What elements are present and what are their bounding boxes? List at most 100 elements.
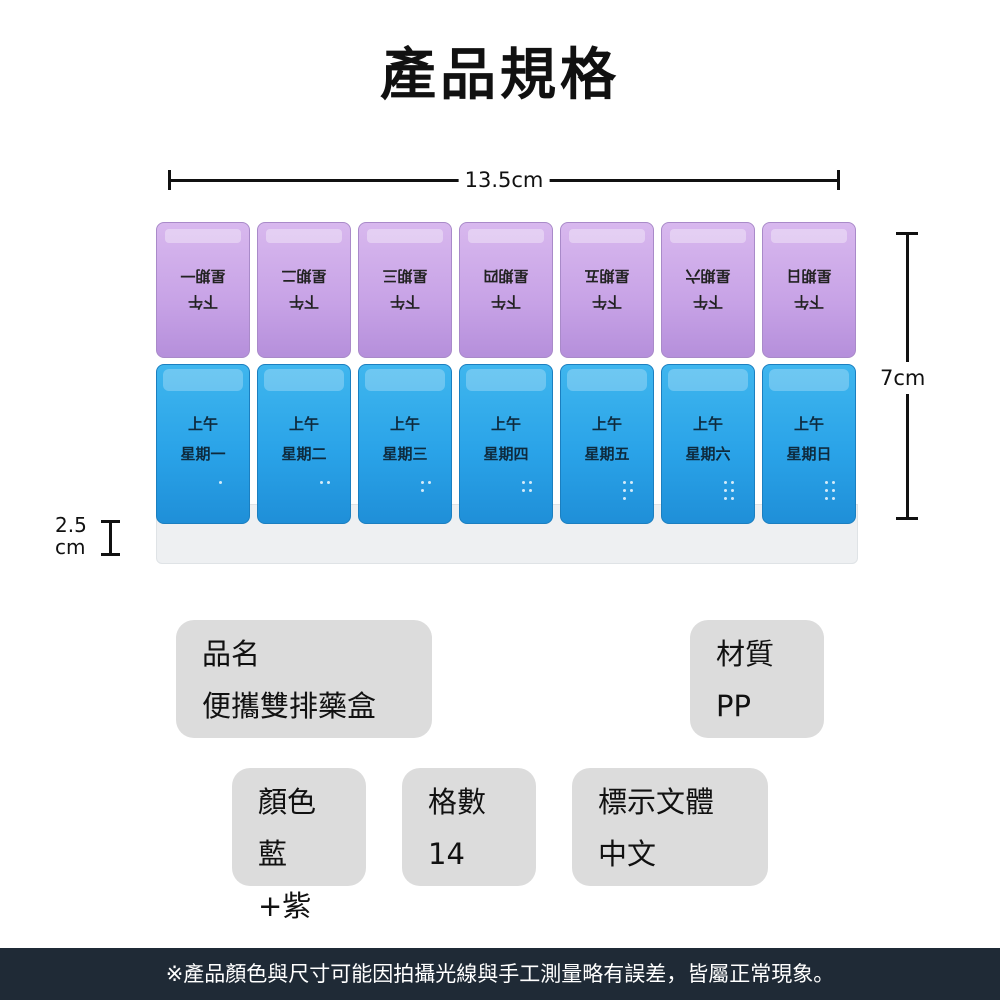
pm-day-label: 星期四 — [483, 267, 529, 285]
spec-font-label: 標示文體 — [598, 785, 715, 819]
am-compartment: 上午星期一 — [156, 364, 250, 524]
height-dimension-cap-top — [896, 232, 918, 235]
braille-dot — [428, 481, 431, 484]
am-compartment-text: 上午星期日 — [763, 409, 855, 469]
pm-compartment-text: 下午星期四 — [460, 263, 552, 315]
am-day-label: 星期三 — [382, 445, 428, 463]
pm-compartment: 下午星期日 — [762, 222, 856, 358]
depth-cap-bottom — [101, 553, 120, 556]
pm-period-label: 下午 — [794, 293, 825, 311]
spec-cells-value: 14 — [428, 837, 465, 871]
am-compartment-text: 上午星期四 — [460, 409, 552, 469]
am-period-label: 上午 — [793, 415, 824, 433]
pm-period-label: 下午 — [693, 293, 724, 311]
page-title: 產品規格 — [380, 43, 620, 108]
spec-card-name: 品名 便攜雙排藥盒 — [176, 620, 432, 738]
spec-card-material: 材質 PP — [690, 620, 824, 738]
pm-compartment: 下午星期四 — [459, 222, 553, 358]
pm-day-label: 星期三 — [382, 267, 428, 285]
braille-dot — [825, 481, 828, 484]
braille-dot — [327, 481, 330, 484]
am-compartment: 上午星期五 — [560, 364, 654, 524]
am-compartment: 上午星期四 — [459, 364, 553, 524]
am-period-label: 上午 — [187, 415, 218, 433]
pm-compartment: 下午星期三 — [358, 222, 452, 358]
disclaimer-footer: ※產品顏色與尺寸可能因拍攝光線與手工測量略有誤差，皆屬正常現象。 — [0, 948, 1000, 1000]
braille-dot — [832, 489, 835, 492]
height-dimension-cap-bottom — [896, 517, 918, 520]
pm-compartment-text: 下午星期一 — [157, 263, 249, 315]
spec-card-font: 標示文體 中文 — [572, 768, 768, 886]
braille-dot — [724, 497, 727, 500]
depth-bar — [109, 520, 112, 556]
pill-box-image: 下午星期一下午星期二下午星期三下午星期四下午星期五下午星期六下午星期日 上午星期… — [150, 212, 862, 564]
braille-dot — [731, 481, 734, 484]
braille-dots — [825, 481, 837, 501]
am-day-label: 星期二 — [281, 445, 327, 463]
braille-dot — [731, 497, 734, 500]
spec-name-value: 便攜雙排藥盒 — [202, 689, 377, 723]
spec-material-value: PP — [716, 689, 751, 723]
am-compartment-text: 上午星期一 — [157, 409, 249, 469]
braille-dot — [825, 497, 828, 500]
pm-period-label: 下午 — [188, 293, 219, 311]
braille-dot — [529, 481, 532, 484]
braille-dots — [320, 481, 332, 501]
braille-dot — [320, 481, 323, 484]
pm-row: 下午星期一下午星期二下午星期三下午星期四下午星期五下午星期六下午星期日 — [156, 222, 856, 358]
pm-compartment-text: 下午星期五 — [561, 263, 653, 315]
spec-card-color: 顏色 藍+紫 — [232, 768, 366, 923]
width-dimension: 13.5cm — [168, 168, 840, 192]
braille-dot — [522, 489, 525, 492]
pm-compartment: 下午星期二 — [257, 222, 351, 358]
braille-dot — [825, 489, 828, 492]
am-day-label: 星期一 — [180, 445, 226, 463]
braille-dot — [529, 489, 532, 492]
braille-dot — [630, 481, 633, 484]
braille-dot — [724, 481, 727, 484]
spec-cells-label: 格數 — [428, 785, 487, 819]
am-period-label: 上午 — [692, 415, 723, 433]
spec-color-value: 藍+紫 — [258, 837, 312, 923]
pm-compartment-text: 下午星期二 — [258, 263, 350, 315]
am-period-label: 上午 — [490, 415, 521, 433]
depth-label: 2.5 cm — [55, 514, 87, 558]
width-dimension-cap-right — [837, 170, 840, 190]
braille-dot — [421, 481, 424, 484]
am-day-label: 星期六 — [685, 445, 731, 463]
pm-period-label: 下午 — [390, 293, 421, 311]
am-compartment-text: 上午星期二 — [258, 409, 350, 469]
braille-dot — [623, 481, 626, 484]
pm-day-label: 星期六 — [685, 267, 731, 285]
braille-dot — [630, 489, 633, 492]
depth-value: 2.5 — [55, 513, 87, 537]
braille-dots — [724, 481, 736, 501]
pm-day-label: 星期日 — [786, 267, 832, 285]
braille-dot — [421, 489, 424, 492]
depth-dimension: 2.5 cm — [55, 512, 135, 562]
am-compartment-text: 上午星期六 — [662, 409, 754, 469]
am-day-label: 星期四 — [483, 445, 529, 463]
braille-dots — [421, 481, 433, 501]
braille-dot — [832, 481, 835, 484]
am-compartment-text: 上午星期三 — [359, 409, 451, 469]
spec-color-label: 顏色 — [258, 785, 317, 819]
pm-compartment-text: 下午星期三 — [359, 263, 451, 315]
braille-dots — [522, 481, 534, 501]
braille-dots — [623, 481, 635, 501]
braille-dot — [522, 481, 525, 484]
braille-dot — [731, 489, 734, 492]
am-compartment: 上午星期三 — [358, 364, 452, 524]
depth-unit: cm — [55, 535, 86, 559]
am-compartment: 上午星期二 — [257, 364, 351, 524]
spec-name-label: 品名 — [202, 637, 261, 671]
pm-period-label: 下午 — [491, 293, 522, 311]
braille-dot — [623, 497, 626, 500]
am-row: 上午星期一上午星期二上午星期三上午星期四上午星期五上午星期六上午星期日 — [156, 364, 856, 524]
braille-dot — [623, 489, 626, 492]
height-dimension: 7cm — [880, 232, 926, 520]
am-period-label: 上午 — [389, 415, 420, 433]
braille-dots — [219, 481, 231, 501]
pm-day-label: 星期二 — [281, 267, 327, 285]
braille-dot — [724, 489, 727, 492]
